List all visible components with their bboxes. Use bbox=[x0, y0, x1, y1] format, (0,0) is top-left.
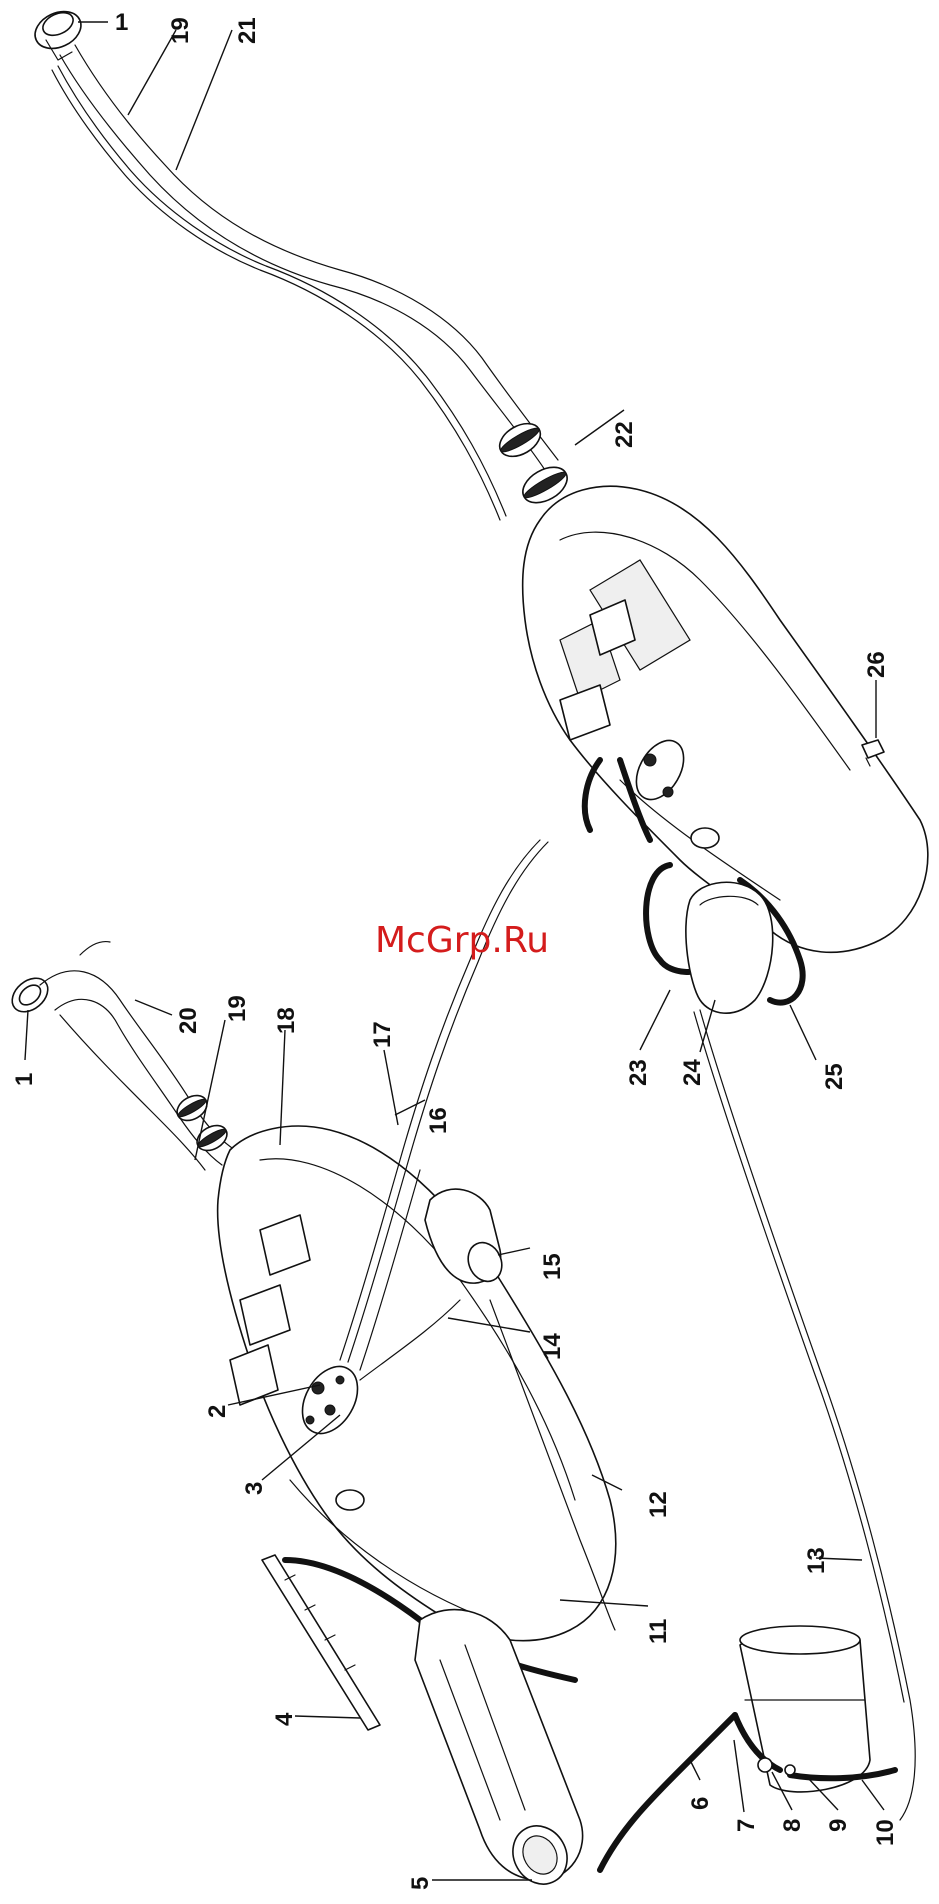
label-24: 24 bbox=[679, 1059, 706, 1086]
filler-cap-lower bbox=[6, 971, 55, 1018]
lower-assembly bbox=[6, 840, 916, 1894]
label-8: 8 bbox=[779, 1819, 806, 1832]
label-14: 14 bbox=[539, 1333, 566, 1360]
label-6: 6 bbox=[687, 1797, 714, 1810]
breather-pipe-19-upper bbox=[52, 70, 500, 520]
label-18: 18 bbox=[273, 1007, 300, 1034]
label-5: 5 bbox=[407, 1877, 434, 1890]
filler-pipe-21 bbox=[60, 55, 545, 470]
label-25: 25 bbox=[821, 1063, 848, 1090]
label-2: 2 bbox=[204, 1405, 231, 1418]
label-17: 17 bbox=[369, 1021, 396, 1048]
upper-assembly bbox=[29, 4, 928, 1013]
canister-5 bbox=[415, 1610, 583, 1894]
label-10: 10 bbox=[872, 1819, 899, 1846]
label-1a: 1 bbox=[115, 9, 128, 36]
label-3: 3 bbox=[241, 1482, 268, 1495]
label-20: 20 bbox=[175, 1007, 202, 1034]
filler-pipe-20 bbox=[40, 971, 235, 1150]
label-23: 23 bbox=[625, 1059, 652, 1086]
pipe-clamps-upper bbox=[494, 417, 573, 510]
label-9: 9 bbox=[825, 1819, 852, 1832]
label-13: 13 bbox=[803, 1547, 830, 1574]
label-1b: 1 bbox=[11, 1073, 38, 1086]
watermark-text: McGrp.Ru bbox=[375, 920, 549, 961]
label-7: 7 bbox=[733, 1819, 760, 1832]
label-21: 21 bbox=[234, 17, 261, 44]
label-12: 12 bbox=[645, 1491, 672, 1518]
label-4: 4 bbox=[271, 1712, 298, 1726]
label-16: 16 bbox=[425, 1107, 452, 1134]
label-26: 26 bbox=[863, 651, 890, 678]
label-22: 22 bbox=[611, 421, 638, 448]
label-19b: 19 bbox=[224, 995, 251, 1022]
label-11: 11 bbox=[645, 1619, 672, 1644]
label-15: 15 bbox=[539, 1253, 566, 1280]
canister-24 bbox=[686, 882, 773, 1013]
label-19a: 19 bbox=[167, 17, 194, 44]
